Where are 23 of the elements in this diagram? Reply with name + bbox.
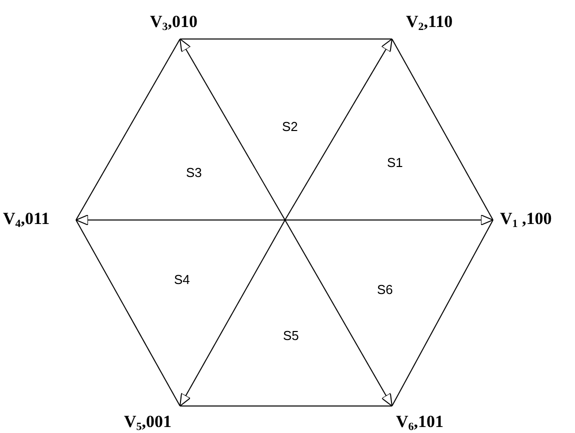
- sector-label: S3: [186, 165, 202, 180]
- sector-label: S4: [174, 272, 190, 287]
- vector-arrow: [180, 220, 286, 406]
- sector-label: S2: [282, 119, 298, 134]
- sector-label: S6: [377, 282, 393, 297]
- hexagon-side: [392, 220, 494, 406]
- vector-label: V$_{4}$,011: [3, 209, 50, 229]
- vector-label: V$_{2}$,110: [406, 12, 453, 32]
- hexagon-side: [76, 220, 180, 406]
- sector-label: S5: [283, 328, 299, 343]
- hexagon-side: [180, 38, 392, 40]
- hexagon-side: [76, 38, 180, 220]
- sector-label: S1: [387, 155, 403, 170]
- vector-arrow: [284, 38, 392, 220]
- vector-arrow: [284, 220, 392, 406]
- vector-label: V$_{6}$,101: [396, 412, 444, 432]
- vector-arrow: [284, 214, 494, 226]
- vector-label: V$_{3}$,010: [150, 12, 198, 32]
- hexagon-side: [392, 38, 494, 220]
- vector-arrow: [180, 38, 286, 220]
- vector-label: V$_{5}$,001: [124, 412, 172, 432]
- vector-label: V$_{1}$ ,100: [500, 209, 552, 229]
- vector-arrow: [76, 214, 286, 226]
